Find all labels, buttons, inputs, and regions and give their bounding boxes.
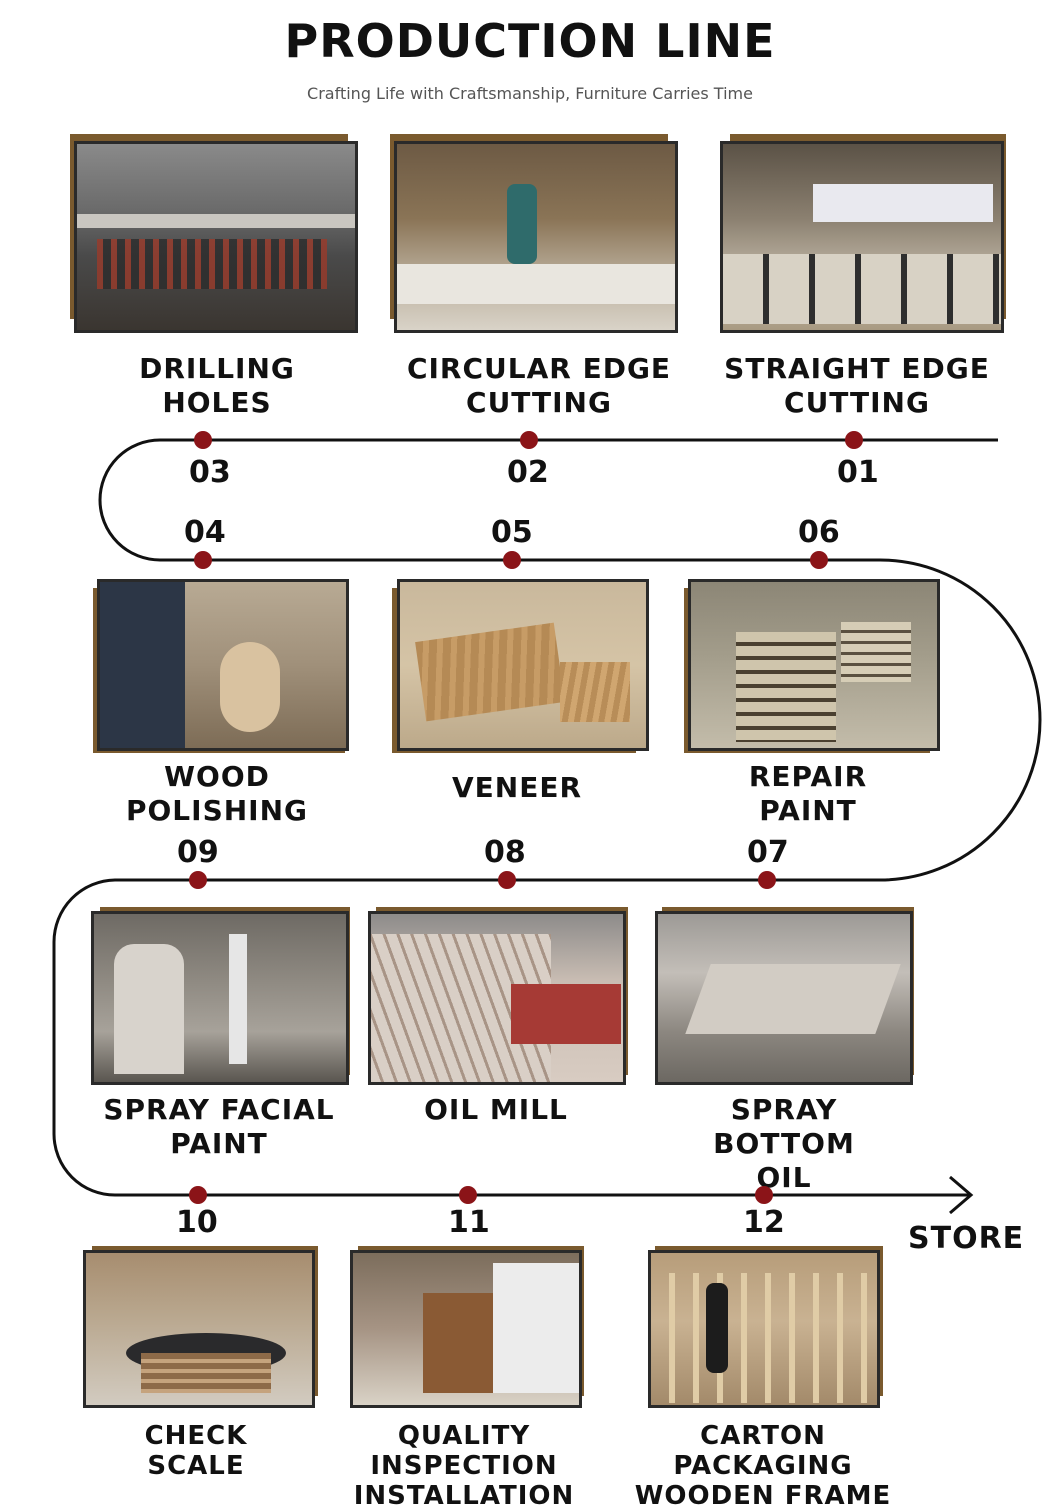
step-number-07: 07: [747, 835, 789, 870]
step-dot-12: [755, 1186, 773, 1204]
step-dot-08: [498, 871, 516, 889]
step-dot-06: [810, 551, 828, 569]
step-number-06: 06: [798, 515, 840, 550]
step-number-03: 03: [189, 455, 231, 490]
end-label-store: STORE: [908, 1221, 1025, 1256]
photo-quality-inspection: [350, 1250, 582, 1408]
step-dot-10: [189, 1186, 207, 1204]
photo-circular-edge-cutting: [394, 141, 678, 333]
page-subtitle: Crafting Life with Craftsmanship, Furnit…: [307, 84, 753, 103]
photo-spray-facial-paint: [91, 911, 349, 1085]
step-number-10: 10: [176, 1205, 218, 1240]
photo-straight-edge-cutting: [720, 141, 1004, 333]
photo-spray-bottom-oil: [655, 911, 913, 1085]
step-number-12: 12: [743, 1205, 785, 1240]
step-number-11: 11: [448, 1205, 490, 1240]
flow-line: [52, 438, 1042, 1197]
step-number-01: 01: [837, 455, 879, 490]
photo-check-scale: [83, 1250, 315, 1408]
step-number-09: 09: [177, 835, 219, 870]
step-dot-01: [845, 431, 863, 449]
step-number-05: 05: [491, 515, 533, 550]
step-dot-05: [503, 551, 521, 569]
step-dot-03: [194, 431, 212, 449]
photo-veneer: [397, 579, 649, 751]
step-number-08: 08: [484, 835, 526, 870]
step-dot-09: [189, 871, 207, 889]
step-label-08: OIL MILL: [424, 1093, 568, 1126]
step-dot-04: [194, 551, 212, 569]
photo-wood-polishing: [97, 579, 349, 751]
photo-repair-paint: [688, 579, 940, 751]
page-title: PRODUCTION LINE: [284, 14, 776, 68]
step-dot-07: [758, 871, 776, 889]
step-dot-02: [520, 431, 538, 449]
step-dot-11: [459, 1186, 477, 1204]
photo-oil-mill: [368, 911, 626, 1085]
step-number-04: 04: [184, 515, 226, 550]
step-number-02: 02: [507, 455, 549, 490]
photo-drilling-holes: [74, 141, 358, 333]
step-label-05: VENEER: [451, 771, 583, 804]
arrow-head-icon: [949, 1175, 974, 1215]
photo-carton-packaging: [648, 1250, 880, 1408]
